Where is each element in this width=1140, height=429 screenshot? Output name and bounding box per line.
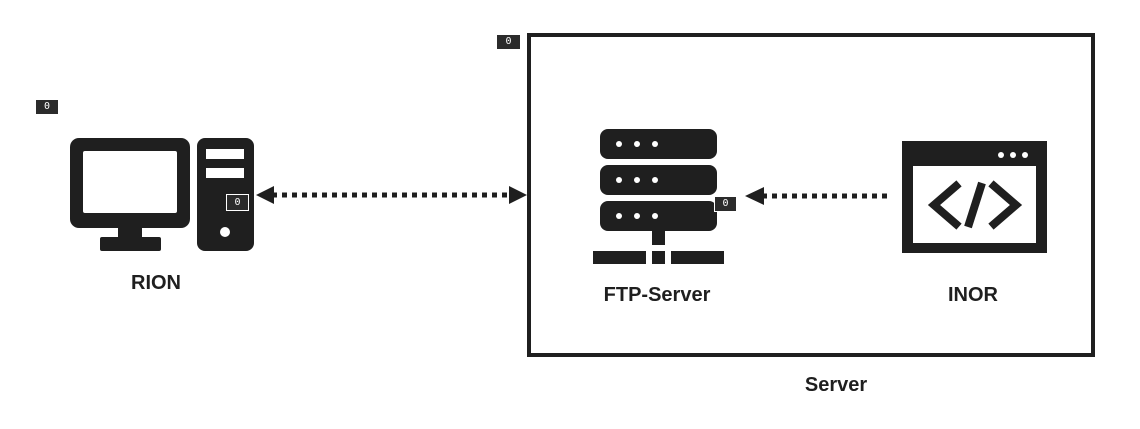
rack-led <box>616 141 622 147</box>
rack-network-left <box>593 251 646 264</box>
tower-slot-1 <box>206 149 244 159</box>
rack-network-stem <box>652 231 665 245</box>
code-bracket-right <box>988 180 1023 230</box>
window-dot <box>1010 152 1016 158</box>
monitor-stand <box>100 237 161 251</box>
rack-unit-3 <box>600 201 717 231</box>
code-bracket-left <box>927 180 962 230</box>
rack-led <box>616 213 622 219</box>
rack-unit-1 <box>600 129 717 159</box>
window-dot <box>1022 152 1028 158</box>
rack-led <box>652 213 658 219</box>
edge-client-server-arrow-left <box>256 186 274 204</box>
server-group-badge: 0 <box>497 35 520 49</box>
server-group-label: Server <box>804 374 868 396</box>
rack-network-hub <box>652 251 665 264</box>
tower-case <box>197 138 254 251</box>
rack-led <box>634 141 640 147</box>
code-window-icon <box>902 141 1047 253</box>
ftp-port-badge: 0 <box>714 196 737 212</box>
app-label: INOR <box>948 284 998 306</box>
client-tower-badge: 0 <box>226 194 249 211</box>
rack-unit-2 <box>600 165 717 195</box>
ftp-label: FTP-Server <box>603 284 711 306</box>
tower-power-led <box>220 227 230 237</box>
rack-led <box>634 177 640 183</box>
desktop-computer-icon <box>70 138 254 251</box>
code-slash <box>964 181 986 229</box>
client-label: RION <box>131 272 181 294</box>
tower-slot-2 <box>206 168 244 178</box>
rack-led <box>652 177 658 183</box>
rack-led <box>616 177 622 183</box>
window-dot <box>998 152 1004 158</box>
client-group-badge: 0 <box>36 100 58 114</box>
edge-client-server-arrow-right <box>509 186 527 204</box>
rack-led <box>634 213 640 219</box>
rack-led <box>652 141 658 147</box>
rack-network-right <box>671 251 724 264</box>
monitor-screen <box>83 151 177 213</box>
server-rack-icon <box>593 129 724 264</box>
